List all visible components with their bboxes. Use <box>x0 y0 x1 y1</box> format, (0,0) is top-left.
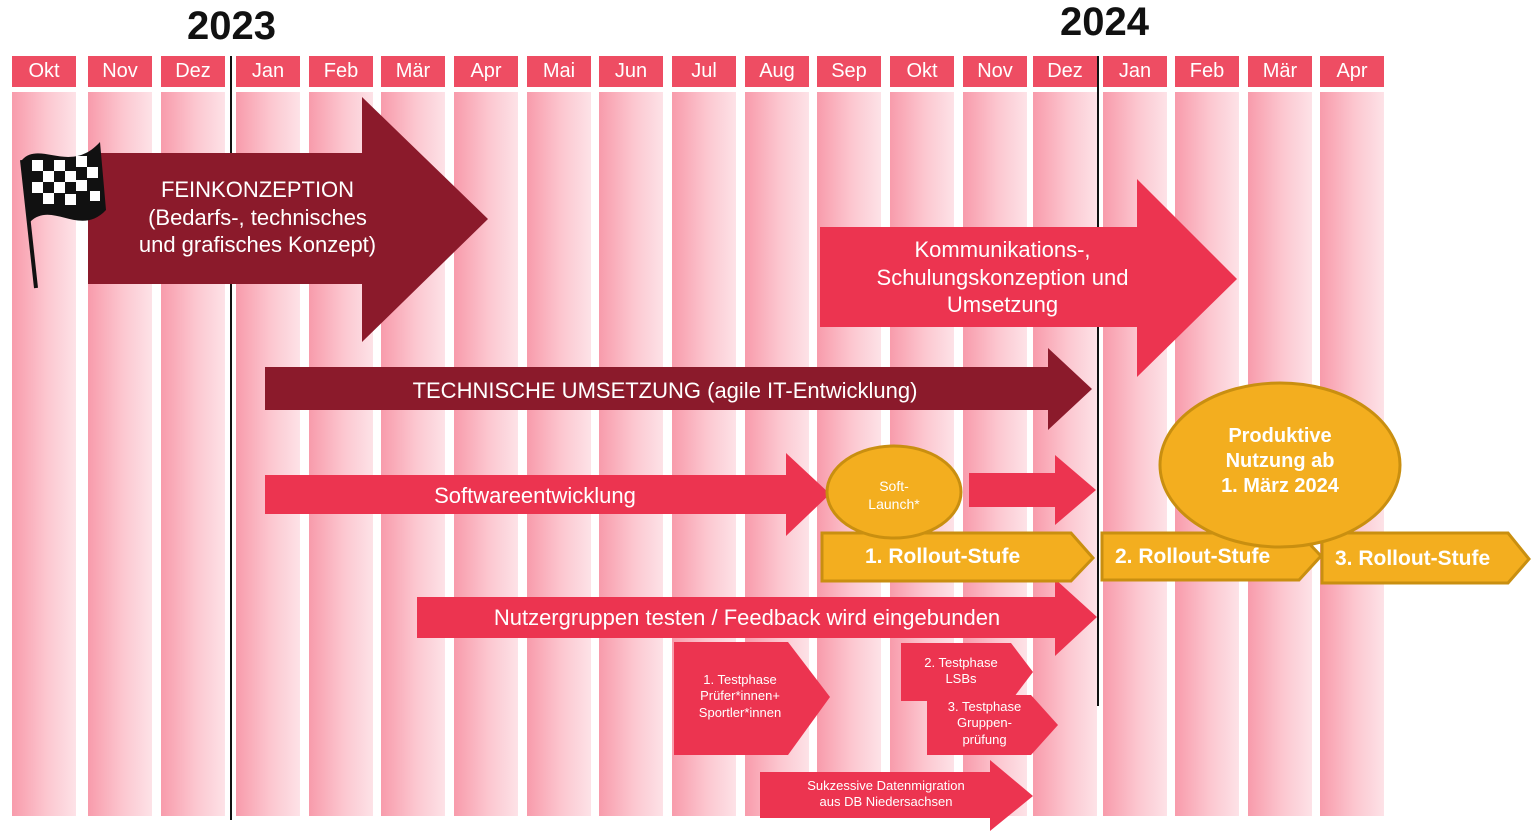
rollout-stufe2-label: 2. Rollout-Stufe <box>1115 545 1271 568</box>
rollout-stufe1-label: 1. Rollout-Stufe <box>865 545 1021 568</box>
produktive-nutzung-label: Produktive Nutzung ab 1. März 2024 <box>1221 425 1339 497</box>
soft-launch-label: Soft- Launch* <box>868 478 920 512</box>
month-label: Jul <box>672 56 736 87</box>
testphase3-arrow <box>927 695 1058 755</box>
month-column <box>1033 92 1097 816</box>
year-label-2024: 2024 <box>1060 0 1149 44</box>
migration-label: Sukzessive Datenmigration aus DB Nieders… <box>807 778 965 810</box>
month-label: Dez <box>161 56 225 87</box>
testphase1-arrow <box>674 642 830 755</box>
year-divider-2024 <box>1097 56 1099 706</box>
month-label: Jan <box>1103 56 1167 87</box>
month-label: Aug <box>745 56 809 87</box>
month-label: Mär <box>381 56 445 87</box>
month-label: Mär <box>1248 56 1312 87</box>
technische-umsetzung-label: TECHNISCHE UMSETZUNG (agile IT-Entwicklu… <box>412 378 918 403</box>
checkered-flag-icon <box>20 142 106 289</box>
year-label-2023: 2023 <box>187 4 276 48</box>
testphase1-label: 1. Testphase Prüfer*innen+ Sportler*inne… <box>698 672 782 720</box>
month-column <box>599 92 663 816</box>
month-label: Jan <box>236 56 300 87</box>
month-label: Okt <box>890 56 954 87</box>
soft-launch-ellipse <box>825 444 963 540</box>
month-label: Feb <box>309 56 373 87</box>
testphase2-arrow <box>901 643 1033 701</box>
softwareentwicklung-arrow <box>265 453 830 536</box>
month-label: Dez <box>1033 56 1097 87</box>
rollout-stufe1-shape <box>820 531 1096 583</box>
month-label: Nov <box>88 56 152 87</box>
testphase3-label: 3. Testphase Gruppen- prüfung <box>947 699 1022 747</box>
month-label: Mai <box>527 56 591 87</box>
produktive-nutzung-ellipse <box>1158 381 1402 549</box>
nutzergruppen-arrow <box>417 579 1097 656</box>
rollout-stufe3-label: 3. Rollout-Stufe <box>1335 547 1491 570</box>
nutzergruppen-label: Nutzergruppen testen / Feedback wird ein… <box>493 605 1001 630</box>
month-label: Nov <box>963 56 1027 87</box>
month-column <box>527 92 591 816</box>
month-label: Apr <box>454 56 518 87</box>
year-divider-2023 <box>230 56 232 820</box>
month-label: Jun <box>599 56 663 87</box>
migration-arrow <box>760 760 1033 831</box>
month-label: Sep <box>817 56 881 87</box>
rollout-stufe3-shape <box>1320 531 1531 585</box>
month-label: Apr <box>1320 56 1384 87</box>
testphase2-label: 2. Testphase LSBs <box>924 655 998 687</box>
softwareentwicklung-label: Softwareentwicklung <box>434 483 636 508</box>
month-label: Feb <box>1175 56 1239 87</box>
feinkonzeption-label: FEINKONZEPTION (Bedarfs-, technisches un… <box>138 177 377 257</box>
month-label: Okt <box>12 56 76 87</box>
kommunikation-arrow <box>820 179 1237 377</box>
post-soft-launch-arrow <box>969 455 1096 525</box>
feinkonzeption-arrow <box>88 97 488 342</box>
kommunikation-label: Kommunikations-, Schulungskonzeption und… <box>876 237 1129 317</box>
technische-umsetzung-arrow <box>265 348 1092 430</box>
